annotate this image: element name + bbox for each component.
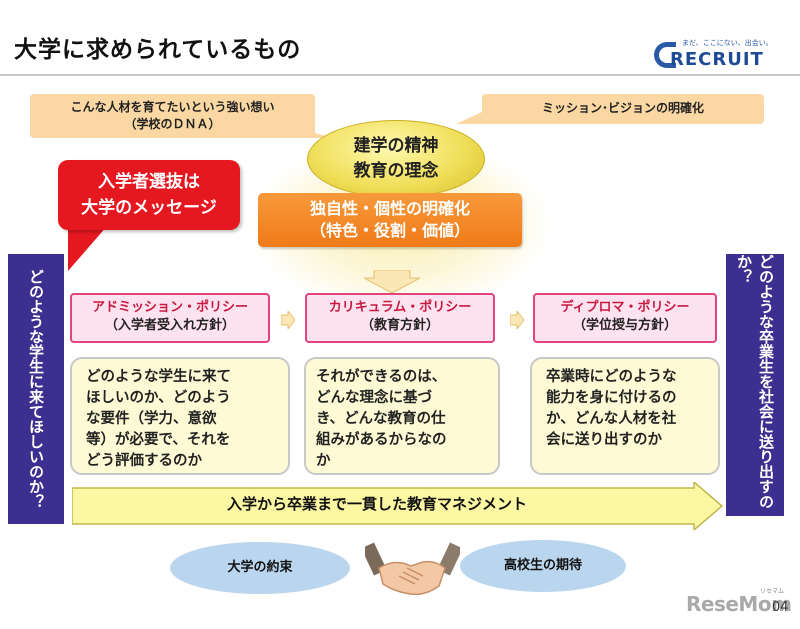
watermark-subtext: リセマム (760, 588, 785, 595)
desc-line: 等）が必要で、それを (86, 432, 231, 448)
education-management-banner: 入学から卒業まで一貫した教育マネジメント (226, 495, 527, 513)
desc-line: な要件（学力、意欲 (86, 411, 217, 427)
note-left-tail (296, 128, 334, 138)
desc-line: 組みがあるからなの (316, 432, 447, 448)
university-promise-bubble: 大学の約束 (170, 542, 350, 594)
side-panel-graduates: どのような卒業生を社会に送り出すのか？ (726, 254, 784, 516)
page-title: 大学に求められているもの (14, 37, 302, 63)
policy-subtitle: （教育方針） (360, 318, 439, 333)
policy-title: ディプロマ・ポリシー (560, 300, 690, 315)
logo-tagline: まだ、ここにない、出会い。 (682, 39, 773, 47)
note-right-tail (456, 110, 486, 124)
desc-line: 能力を身に付けるの (546, 390, 677, 406)
right-arrow-icon (281, 311, 295, 329)
desc-line: ほしいのか、どのよう (86, 390, 231, 406)
note-left-line1: こんな人材を育てたいという強い想い (70, 100, 275, 114)
policy-title: アドミッション・ポリシー (91, 300, 248, 315)
recruit-logo: まだ、ここにない、出会い。 RECRUIT (640, 38, 790, 70)
side-panel-incoming-students: どのような学生に来てほしいのか？ (8, 254, 64, 524)
desc-line: どのような学生に来て (86, 369, 231, 385)
desc-line: か (316, 453, 331, 469)
desc-line: 卒業時にどのような (546, 369, 677, 385)
logo-text: RECRUIT (670, 49, 764, 70)
diploma-description: 卒業時にどのような 能力を身に付けるの か、どんな人材を社 会に送り出すのか (530, 357, 720, 475)
logo-mark-icon (654, 42, 676, 68)
note-mission-vision: ミッション･ビジョンの明確化 (482, 94, 764, 124)
policy-title: カリキュラム・ポリシー (328, 300, 472, 315)
desc-line: 会に送り出すのか (546, 432, 662, 448)
core-line1: 建学の精神 (353, 136, 439, 156)
core-line2: 教育の理念 (353, 161, 439, 181)
admission-message-callout: 入学者選抜は 大学のメッセージ (58, 160, 240, 230)
policy-subtitle: （学位授与方針） (572, 318, 677, 333)
callout-line2: 大学のメッセージ (81, 198, 217, 218)
desc-line: それができるのは、 (316, 369, 447, 385)
admission-policy-box: アドミッション・ポリシー （入学者受入れ方針） (70, 293, 270, 343)
policy-subtitle: （入学者受入れ方針） (104, 318, 235, 333)
right-arrow-icon (510, 311, 524, 329)
desc-line: き、どんな教育の仕 (316, 411, 446, 427)
callout-tail (68, 225, 108, 271)
desc-line: か、どんな人材を社 (546, 411, 677, 427)
desc-line: どう評価するのか (86, 453, 202, 469)
header-divider (0, 74, 800, 76)
uniqueness-line1: 独自性・個性の明確化 (309, 199, 470, 218)
admission-description: どのような学生に来て ほしいのか、どのよう な要件（学力、意欲 等）が必要で、そ… (70, 357, 290, 475)
uniqueness-box: 独自性・個性の明確化 （特色・役割・価値） (258, 193, 522, 247)
diploma-policy-box: ディプロマ・ポリシー （学位授与方針） (533, 293, 717, 343)
resemom-watermark: ReseMom (686, 592, 792, 616)
curriculum-description: それができるのは、 どんな理念に基づ き、どんな教育の仕 組みがあるからなの か (304, 357, 500, 475)
note-strong-will: こんな人材を育てたいという強い想い （学校のＤＮＡ） (30, 94, 315, 138)
core-philosophy-ellipse: 建学の精神 教育の理念 (307, 120, 485, 198)
desc-line: どんな理念に基づ (316, 390, 432, 406)
curriculum-policy-box: カリキュラム・ポリシー （教育方針） (305, 293, 495, 343)
banner-arrow-shape (72, 482, 724, 530)
page-number: 04 (772, 600, 789, 615)
student-expectation-bubble: 高校生の期待 (460, 540, 626, 592)
note-left-line2: （学校のＤＮＡ） (124, 117, 221, 131)
uniqueness-line2: （特色・役割・価値） (309, 221, 470, 240)
callout-line1: 入学者選抜は (98, 172, 200, 192)
down-arrow-icon (363, 270, 421, 294)
handshake-icon (365, 542, 460, 596)
